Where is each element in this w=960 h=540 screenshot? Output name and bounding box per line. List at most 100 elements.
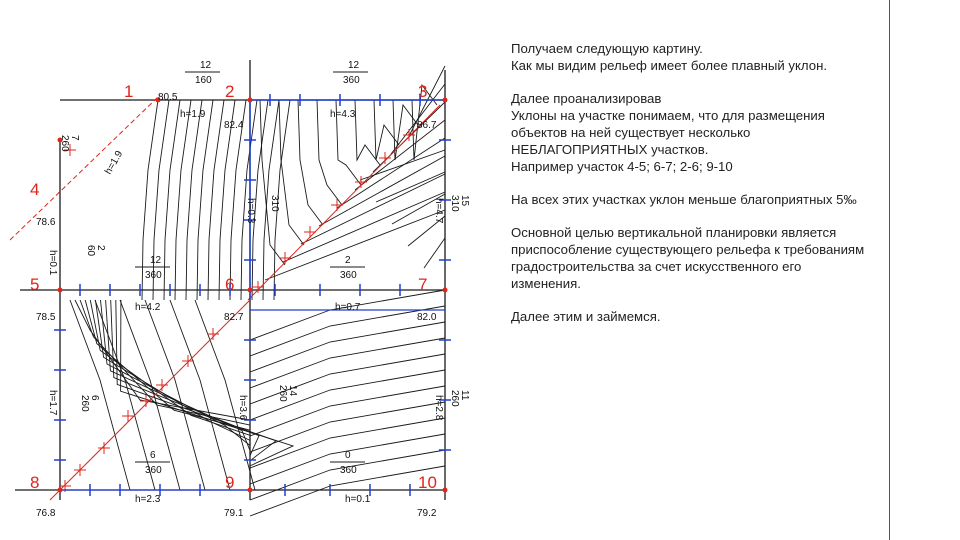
height-label: h=0.1	[345, 494, 371, 505]
contour-line	[229, 99, 247, 301]
contour-line	[249, 337, 446, 389]
contour-line	[297, 99, 324, 226]
elevation-label: 82.7	[224, 312, 244, 323]
slope-number-label: 12	[150, 255, 162, 266]
contour-line	[300, 173, 446, 245]
slope-number-label: 6	[89, 395, 100, 401]
contour-line	[249, 385, 446, 437]
grid-point	[57, 487, 63, 493]
grid-points	[57, 97, 448, 493]
contour-line	[392, 99, 419, 161]
contour-line	[174, 99, 192, 301]
distance-label: 360	[340, 465, 357, 476]
point-label-2: 2	[225, 82, 234, 101]
elevation-label: 86.7	[417, 120, 437, 131]
distance-label: 310	[449, 195, 460, 212]
elevation-label: 82.0	[417, 312, 437, 323]
red-cross-mark	[279, 252, 291, 264]
contour-line	[152, 99, 170, 301]
slope-number-label: 7	[69, 135, 80, 141]
point-label-10: 10	[418, 473, 437, 492]
grid-point	[57, 287, 63, 293]
distance-label: 260	[449, 390, 460, 407]
contour-line	[316, 99, 343, 206]
contour-line	[375, 171, 446, 203]
slope-number-label: 0	[345, 450, 351, 461]
contour-line	[373, 99, 400, 161]
paragraph-goal: Основной целью вертикальной планировки я…	[511, 225, 865, 291]
contour-line	[391, 193, 446, 225]
height-label: h=4.3	[330, 109, 356, 120]
slope-number-label: 12	[200, 60, 212, 71]
contour-line	[407, 215, 446, 247]
contour-line	[94, 299, 156, 491]
grid-point	[247, 97, 253, 103]
elevation-label: 80.5	[158, 92, 178, 103]
contour-line	[196, 99, 214, 301]
height-label: h=1.9	[180, 109, 206, 120]
slope-number-label: 12	[348, 60, 360, 71]
slope-number-label: 14	[287, 385, 298, 397]
height-label: h=3.6	[237, 395, 248, 421]
contour-line	[100, 299, 251, 446]
contour-line	[207, 99, 225, 301]
red-cross-mark	[182, 355, 194, 367]
grid-point	[247, 287, 253, 293]
height-label: h=4.2	[135, 302, 161, 313]
elevation-label: 79.2	[417, 508, 437, 519]
distance-label: 260	[277, 385, 288, 402]
red-cross-mark	[355, 176, 367, 188]
red-cross-mark	[379, 152, 391, 164]
slope-number-label: 2	[95, 245, 106, 251]
distance-label: 160	[195, 75, 212, 86]
point-label-5: 5	[30, 275, 39, 294]
distance-label: 360	[343, 75, 360, 86]
red-cross-mark	[74, 464, 86, 476]
contour-line	[141, 99, 159, 301]
slide-divider	[889, 0, 890, 540]
slope-number-label: 2	[345, 255, 351, 266]
point-label-8: 8	[30, 473, 39, 492]
point-label-4: 4	[30, 180, 39, 199]
contour-line	[249, 305, 446, 357]
elevation-label: 76.8	[36, 508, 56, 519]
contour-line	[359, 149, 446, 181]
grid-point	[247, 487, 253, 493]
contour-line	[249, 289, 446, 341]
red-cross-mark	[331, 199, 343, 211]
contour-line	[336, 137, 446, 209]
contour-line	[264, 209, 446, 281]
height-label: h=1.7	[47, 390, 58, 416]
red-cross-mark	[140, 395, 152, 407]
red-diagonal-top-right	[247, 104, 441, 301]
height-label: h=0.3	[245, 198, 256, 224]
contour-line	[169, 299, 231, 491]
paragraph-analysis: Далее проанализировав Уклоны на участке …	[511, 91, 825, 174]
contour-line	[354, 119, 446, 191]
paragraph-result: Получаем следующую картину. Как мы видим…	[511, 41, 828, 73]
red-diagonal-bottom-left	[49, 299, 251, 501]
point-label-7: 7	[418, 275, 427, 294]
slope-number-label: 6	[150, 450, 156, 461]
contour-line	[411, 83, 438, 161]
point-label-6: 6	[225, 275, 234, 294]
grid-point	[57, 137, 63, 143]
point-label-9: 9	[225, 473, 234, 492]
contour-line	[249, 369, 446, 421]
red-cross-mark	[252, 281, 264, 293]
red-cross-mark	[304, 226, 316, 238]
grid-point	[442, 487, 448, 493]
text-panel: Получаем следующую картину. Как мы видим…	[511, 40, 871, 341]
red-cross-mark	[98, 442, 110, 454]
contour-line	[408, 65, 446, 137]
slope-number-label: 15	[459, 195, 470, 207]
height-label: h=0.7	[335, 302, 361, 313]
paragraph-next: Далее этим и займемся.	[511, 309, 661, 324]
contour-line	[94, 299, 251, 441]
red-diagonal-top-left	[9, 94, 161, 241]
distance-label: 360	[145, 270, 162, 281]
contour-line	[119, 299, 181, 491]
contour-line	[335, 99, 362, 186]
height-label: h=0.1	[47, 250, 58, 276]
